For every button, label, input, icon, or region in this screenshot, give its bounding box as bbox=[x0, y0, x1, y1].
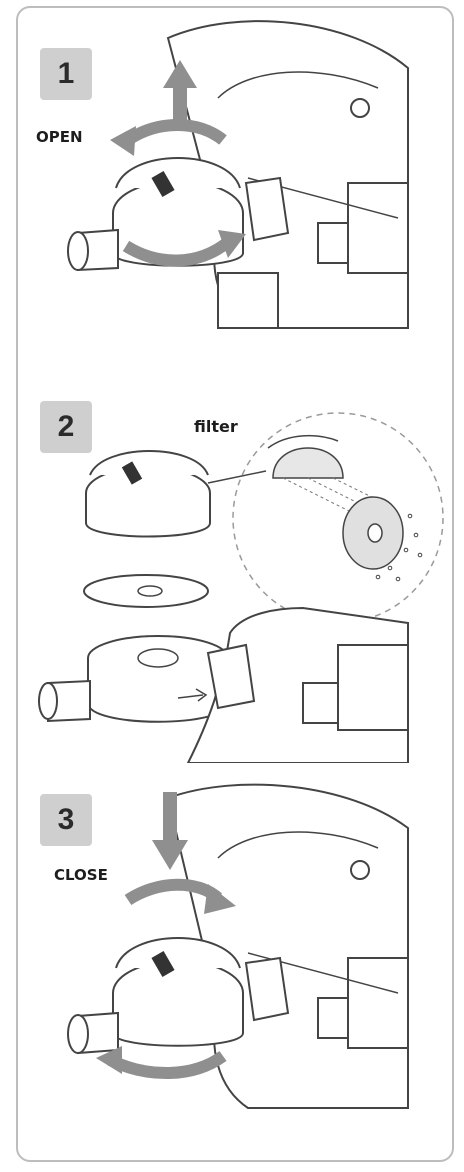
step-2-filter-illustration bbox=[38, 412, 444, 763]
instruction-frame: 1 OPEN bbox=[16, 6, 454, 1162]
step-2-badge: 2 bbox=[40, 401, 92, 453]
step-3-panel: 3 CLOSE bbox=[18, 778, 452, 1138]
step-3-badge: 3 bbox=[40, 794, 92, 846]
step-3-pump-illustration bbox=[67, 783, 409, 1109]
close-label: CLOSE bbox=[54, 866, 108, 884]
filter-label: filter bbox=[194, 417, 238, 436]
open-label: OPEN bbox=[36, 128, 83, 146]
step-2-panel: 2 bbox=[18, 383, 452, 763]
step-1-panel: 1 OPEN bbox=[18, 8, 452, 368]
step-1-badge: 1 bbox=[40, 48, 92, 100]
step-1-pump-illustration bbox=[67, 20, 409, 329]
